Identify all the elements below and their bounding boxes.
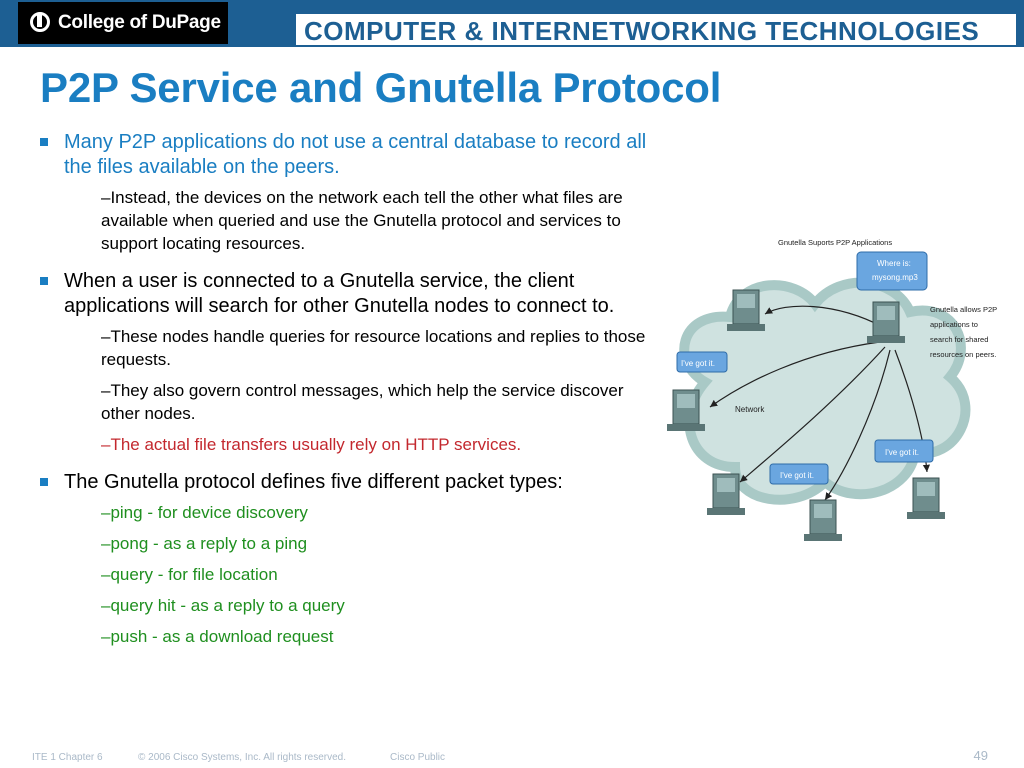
sub-bullet-control-messages: –They also govern control messages, whic… bbox=[101, 381, 624, 423]
where-is-bubble bbox=[856, 251, 928, 291]
sub-bullet-push: –push - as a download request bbox=[101, 627, 334, 646]
pc-bottom-center-icon bbox=[804, 499, 842, 541]
program-banner: COMPUTER & INTERNETWORKING TECHNOLOGIES bbox=[296, 14, 1016, 46]
pc-bottom-right-icon bbox=[907, 477, 945, 519]
sub-bullet-pong: –pong - as a reply to a ping bbox=[101, 534, 308, 553]
sub-bullet-http-transfers: –The actual file transfers usually rely … bbox=[101, 435, 522, 454]
bullet-packet-types: The Gnutella protocol defines five diffe… bbox=[40, 470, 665, 495]
pc-bottom-left-icon bbox=[707, 473, 745, 515]
college-logo-icon bbox=[30, 12, 50, 32]
college-logo: College of DuPage bbox=[18, 2, 228, 44]
bullet-square-icon bbox=[40, 277, 48, 285]
footer-classification: Cisco Public bbox=[390, 752, 446, 763]
sub-bullet-ping: –ping - for device discovery bbox=[101, 503, 308, 522]
slide-content: Many P2P applications do not use a centr… bbox=[40, 130, 665, 656]
diagram-title: Gnutella Suports P2P Applications bbox=[778, 238, 892, 247]
got-it-text-bottom: I've got it. bbox=[780, 471, 814, 480]
footer-copyright: © 2006 Cisco Systems, Inc. All rights re… bbox=[138, 752, 347, 763]
pc-center-icon bbox=[867, 301, 905, 343]
bullet-text: Many P2P applications do not use a centr… bbox=[64, 131, 647, 178]
got-it-text-left: I've got it. bbox=[681, 359, 715, 368]
footer-course: ITE 1 Chapter 6 bbox=[32, 752, 103, 763]
network-label: Network bbox=[735, 405, 765, 414]
bullet-square-icon bbox=[40, 138, 48, 146]
note-line-3: search for shared bbox=[930, 335, 988, 344]
page-number: 49 bbox=[973, 748, 988, 763]
got-it-bubble-right bbox=[874, 439, 934, 463]
logo-text: College of DuPage bbox=[58, 12, 221, 33]
where-is-line2: mysong.mp3 bbox=[872, 273, 918, 282]
sub-bullet-handle-queries: –These nodes handle queries for resource… bbox=[101, 327, 646, 369]
note-line-1: Gnutella allows P2P bbox=[930, 305, 997, 314]
sub-bullet-query-hit: –query hit - as a reply to a query bbox=[101, 596, 345, 615]
note-line-4: resources on peers. bbox=[930, 350, 996, 359]
pc-top-left-icon bbox=[727, 289, 765, 331]
slide-title: P2P Service and Gnutella Protocol bbox=[40, 64, 722, 111]
bullet-square-icon bbox=[40, 478, 48, 486]
pc-left-icon bbox=[667, 389, 705, 431]
where-is-line1: Where is: bbox=[877, 259, 911, 268]
got-it-bubble-bottom bbox=[769, 463, 829, 485]
got-it-bubble-left bbox=[676, 351, 728, 373]
note-line-2: applications to bbox=[930, 320, 978, 329]
banner-text: COMPUTER & INTERNETWORKING TECHNOLOGIES bbox=[304, 16, 980, 46]
slide-footer: ITE 1 Chapter 6 © 2006 Cisco Systems, In… bbox=[0, 748, 1024, 768]
bullet-text: The Gnutella protocol defines five diffe… bbox=[64, 471, 563, 493]
bullet-text: When a user is connected to a Gnutella s… bbox=[64, 270, 615, 317]
sub-bullet-devices-tell: –Instead, the devices on the network eac… bbox=[101, 188, 623, 253]
gnutella-network-diagram: Gnutella Suports P2P Applications Where … bbox=[667, 238, 997, 541]
bullet-central-database: Many P2P applications do not use a centr… bbox=[40, 130, 665, 180]
sub-bullet-query: –query - for file location bbox=[101, 565, 278, 584]
got-it-text-right: I've got it. bbox=[885, 448, 919, 457]
header-bar: College of DuPage COMPUTER & INTERNETWOR… bbox=[0, 0, 1024, 47]
bullet-gnutella-connect: When a user is connected to a Gnutella s… bbox=[40, 269, 665, 319]
